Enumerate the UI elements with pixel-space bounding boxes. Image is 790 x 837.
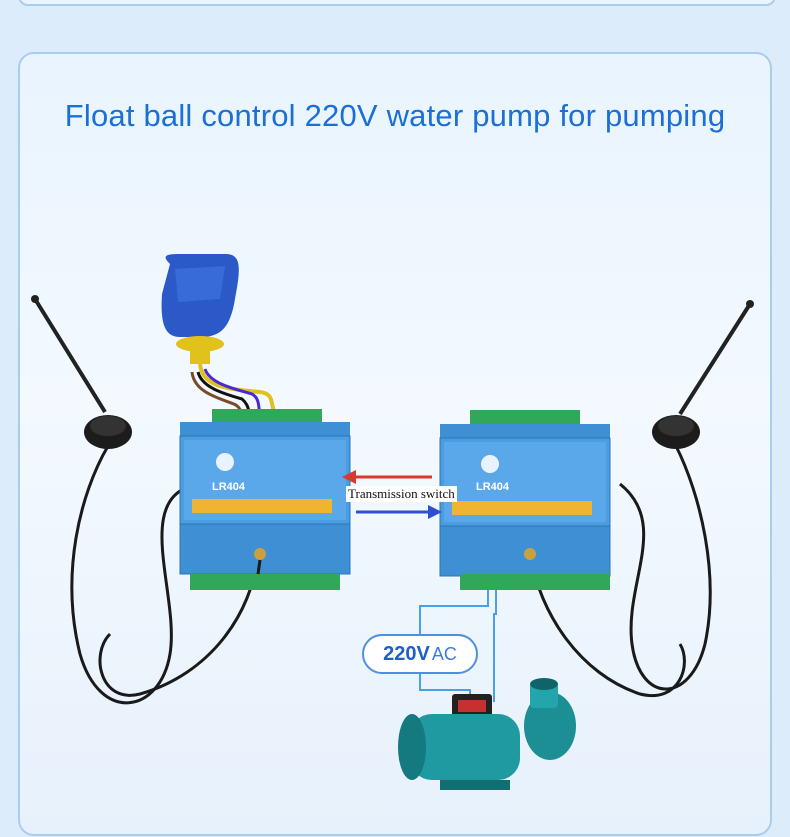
right-controller-icon: LR404 — [439, 410, 611, 590]
svg-text:LR404: LR404 — [476, 481, 510, 493]
page-title: Float ball control 220V water pump for p… — [64, 98, 726, 133]
voltage-value: 220V — [383, 642, 430, 665]
water-pump-icon — [398, 678, 576, 790]
top-divider-strip — [18, 0, 776, 6]
svg-text:LR404: LR404 — [212, 481, 246, 493]
float-switch-icon — [161, 254, 277, 415]
right-antenna-icon — [528, 300, 754, 698]
left-controller-icon: LR404 — [179, 409, 351, 590]
content-card: Float ball control 220V water pump for p… — [18, 52, 772, 836]
voltage-badge: 220V AC — [362, 634, 478, 674]
voltage-unit: AC — [431, 643, 457, 664]
transmission-arrows — [342, 470, 442, 519]
illustration: LR404 LR404 — [31, 254, 754, 790]
transmission-label: Transmission switch — [346, 486, 457, 502]
